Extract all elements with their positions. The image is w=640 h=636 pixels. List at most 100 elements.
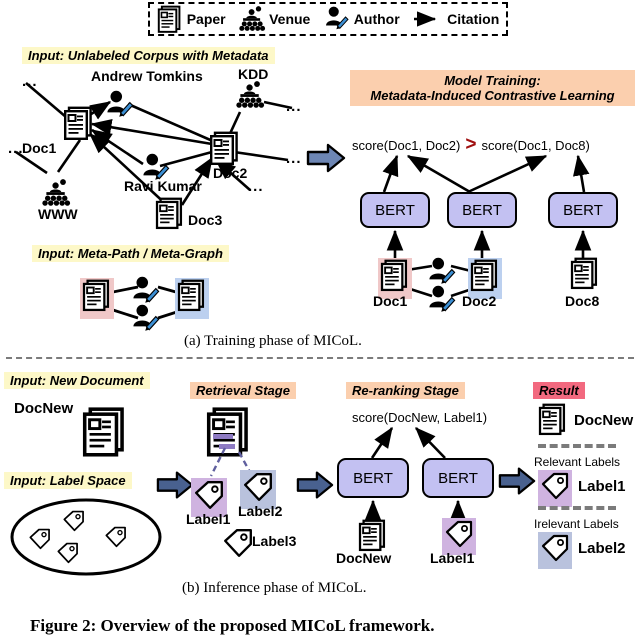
subcaption-b: (b) Inference phase of MICoL. <box>182 580 367 596</box>
training-score-expression: score(Doc1, Doc2) > score(Doc1, Doc8) <box>352 134 590 156</box>
docnew-label: DocNew <box>14 400 74 417</box>
legend-item-paper: Paper <box>157 6 226 32</box>
rerank-docnew-icon <box>358 520 388 552</box>
doc1-colored-icon-wrap <box>378 258 412 299</box>
rerank-bert-1: BERT <box>337 458 409 498</box>
node-doc3-label: Doc3 <box>188 212 223 228</box>
ellipsis-doc2-bottom: ... <box>248 178 264 195</box>
training-score-arrows <box>382 154 590 194</box>
figure-caption: Figure 2: Overview of the proposed MICoL… <box>30 616 435 635</box>
subcaption-a: (a) Training phase of MICoL. <box>184 333 362 349</box>
node-ravi-kumar-label: Ravi Kumar <box>124 178 202 194</box>
banner-label-space: Input: Label Space <box>4 472 132 489</box>
legend-label-author: Author <box>353 11 400 27</box>
metapath-example-edges <box>112 285 184 320</box>
node-doc3-icon <box>155 198 185 230</box>
ellipsis-doc2-right: ... <box>286 150 302 167</box>
rerank-docnew-label: DocNew <box>336 550 392 566</box>
node-www-icon <box>42 179 71 206</box>
score-operator: > <box>465 134 477 155</box>
result-docnew-icon <box>538 404 568 436</box>
flow-arrow-retrieval <box>156 471 194 499</box>
retrieval-highlight-2 <box>219 444 235 449</box>
banner-model-training: Model Training: Metadata-Induced Contras… <box>350 70 635 106</box>
training-doc1-label: Doc1 <box>373 293 408 309</box>
irrelevant-labels-heading: Irelevant Labels <box>534 517 619 531</box>
doc8-icon <box>570 258 600 290</box>
metapath-example-author-2-icon <box>132 304 160 332</box>
score-left: score(Doc1, Doc2) <box>352 137 461 153</box>
model-training-line1: Model Training: <box>444 73 541 88</box>
result-irrelevant-label: Label2 <box>578 540 626 557</box>
metapath-doc-right-wrap <box>175 278 209 319</box>
flow-arrow-training <box>306 143 346 173</box>
result-irrelevant-tag-icon <box>541 534 569 562</box>
training-input-arrows <box>386 229 592 260</box>
banner-new-document: Input: New Document <box>4 372 150 389</box>
label1-tag-icon <box>195 481 223 509</box>
banner-result: Result <box>533 382 585 399</box>
doc1-icon <box>380 260 410 292</box>
label3-tag-icon <box>224 529 252 557</box>
section-divider <box>6 357 634 359</box>
score-right: score(Doc1, Doc8) <box>481 137 590 153</box>
node-doc2-icon <box>209 132 241 166</box>
result-docnew-label: DocNew <box>574 412 634 429</box>
result-divider-1 <box>538 444 616 448</box>
result-relevant-label: Label1 <box>578 478 626 495</box>
author-icon <box>325 6 349 30</box>
result-relevant-tag-icon <box>541 472 569 500</box>
retrieval-highlight-1 <box>213 434 233 439</box>
bert-encoder-3: BERT <box>548 192 618 228</box>
rerank-label1-wrap <box>442 518 476 555</box>
result-relevant-tag-wrap <box>538 470 572 507</box>
label-space-ellipse <box>10 498 162 576</box>
retrieved-label3-text: Label3 <box>252 533 297 549</box>
doc2-colored-icon-wrap <box>468 258 502 299</box>
doc2-icon <box>470 260 500 292</box>
ellipsis-mid-left: ... <box>8 140 24 157</box>
legend-label-citation: Citation <box>447 11 500 27</box>
rerank-bert-2-label: BERT <box>438 469 478 487</box>
node-doc1-label: Doc1 <box>22 140 57 156</box>
node-doc1-icon <box>63 107 95 141</box>
relevant-labels-heading: Relevant Labels <box>534 455 621 469</box>
node-kdd-icon <box>236 81 265 108</box>
retrieved-label1-wrap <box>191 478 227 517</box>
rerank-score-expression: score(DocNew, Label1) <box>352 410 488 425</box>
node-andrew-tomkins-icon <box>106 90 134 118</box>
bert-encoder-3-label: BERT <box>563 201 603 219</box>
metadata-graph-edges <box>15 82 293 209</box>
rerank-label1-tag-icon <box>445 520 473 548</box>
retrieved-label2-text: Label2 <box>238 503 283 519</box>
flow-arrow-rerank <box>296 471 334 499</box>
ellipsis-top-left: ... <box>22 73 38 90</box>
rerank-score-arrows <box>370 426 446 459</box>
banner-unlabeled-corpus: Input: Unlabeled Corpus with Metadata <box>22 47 275 64</box>
flow-arrow-result <box>498 467 536 495</box>
banner-rerank-stage: Re-ranking Stage <box>346 382 465 399</box>
docnew-icon <box>82 408 128 458</box>
ellipsis-kdd-right: ... <box>286 98 302 115</box>
result-divider-2 <box>538 506 616 510</box>
legend-item-citation: Citation <box>413 11 499 27</box>
retrieved-label2-wrap <box>240 470 276 509</box>
node-doc2-label: Doc2 <box>213 165 248 181</box>
node-kdd-label: KDD <box>238 66 269 82</box>
legend-item-venue: Venue <box>239 6 310 32</box>
bert-encoder-1-label: BERT <box>375 201 415 219</box>
legend-box: Paper Venue Author Citation <box>148 2 508 36</box>
metapath-doc-right-icon <box>177 280 207 312</box>
model-training-line2: Metadata-Induced Contrastive Learning <box>370 88 615 103</box>
node-www-label: WWW <box>38 206 78 222</box>
training-doc8-label: Doc8 <box>565 293 600 309</box>
rerank-bert-2: BERT <box>422 458 494 498</box>
metapath-author-1-icon <box>428 257 456 285</box>
metapath-doc-left-wrap <box>80 278 114 319</box>
bert-encoder-1: BERT <box>360 192 430 228</box>
training-doc2-label: Doc2 <box>462 293 497 309</box>
venue-icon <box>239 6 266 31</box>
banner-retrieval-stage: Retrieval Stage <box>190 382 296 399</box>
metapath-example-author-1-icon <box>132 276 160 304</box>
legend-label-paper: Paper <box>186 11 226 27</box>
